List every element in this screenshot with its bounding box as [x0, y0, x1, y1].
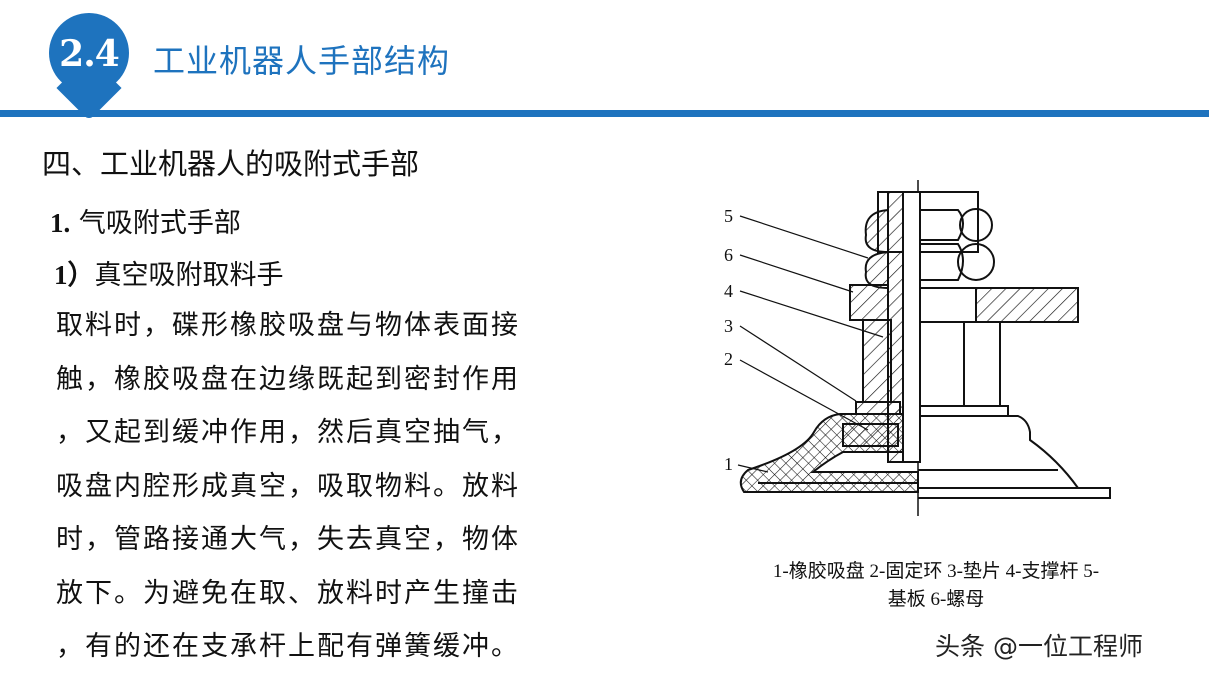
figure-label-3: 3 [724, 316, 733, 336]
figure-label-5: 5 [724, 206, 733, 226]
subsection-number: 1. [50, 208, 71, 238]
body-line: 时，管路接通大气，失去真空，物体 [56, 524, 520, 555]
body-line: 取料时，碟形橡胶吸盘与物体表面接 [56, 310, 520, 341]
vacuum-suction-cup-diagram: 5 6 4 3 2 1 [724, 180, 1111, 516]
figure-label-2: 2 [724, 349, 733, 369]
body-line: ，又起到缓冲作用，然后真空抽气， [56, 417, 520, 448]
body-line: ，有的还在支承杆上配有弹簧缓冲。 [56, 631, 520, 662]
body-line: 触，橡胶吸盘在边缘既起到密封作用 [56, 363, 520, 395]
figure-label-4: 4 [724, 281, 733, 301]
figure-caption: 1-橡胶吸盘 2-固定环 3-垫片 4-支撑杆 5- 基板 6-螺母 [706, 558, 1166, 614]
section-number: 2.4 [59, 33, 120, 75]
section-number-badge: 2.4 [49, 13, 129, 93]
figure-label-6: 6 [724, 245, 733, 265]
header-divider [0, 110, 1209, 117]
watermark: 头条 @一位工程师 [935, 632, 1143, 661]
page-title: 工业机器人手部结构 [153, 42, 451, 80]
body-line: 吸盘内腔形成真空，吸取物料。放料 [56, 470, 520, 502]
body-line: 放下。为避免在取、放料时产生撞击 [56, 577, 520, 609]
subsubsection-number: 1） [54, 260, 95, 290]
caption-line-2: 基板 6-螺母 [887, 589, 985, 610]
subsection-heading: 1. 气吸附式手部 [50, 201, 241, 240]
subsubsection-label: 真空吸附取料手 [94, 260, 284, 291]
body-paragraph: 取料时，碟形橡胶吸盘与物体表面接 触，橡胶吸盘在边缘既起到密封作用 ，又起到缓冲… [56, 299, 616, 674]
figure-label-1: 1 [724, 454, 733, 474]
subsubsection-heading: 1）真空吸附取料手 [54, 253, 284, 292]
subsection-label: 气吸附式手部 [78, 208, 241, 239]
section-heading: 四、工业机器人的吸附式手部 [42, 147, 420, 181]
caption-line-1: 1-橡胶吸盘 2-固定环 3-垫片 4-支撑杆 5- [772, 561, 1100, 582]
